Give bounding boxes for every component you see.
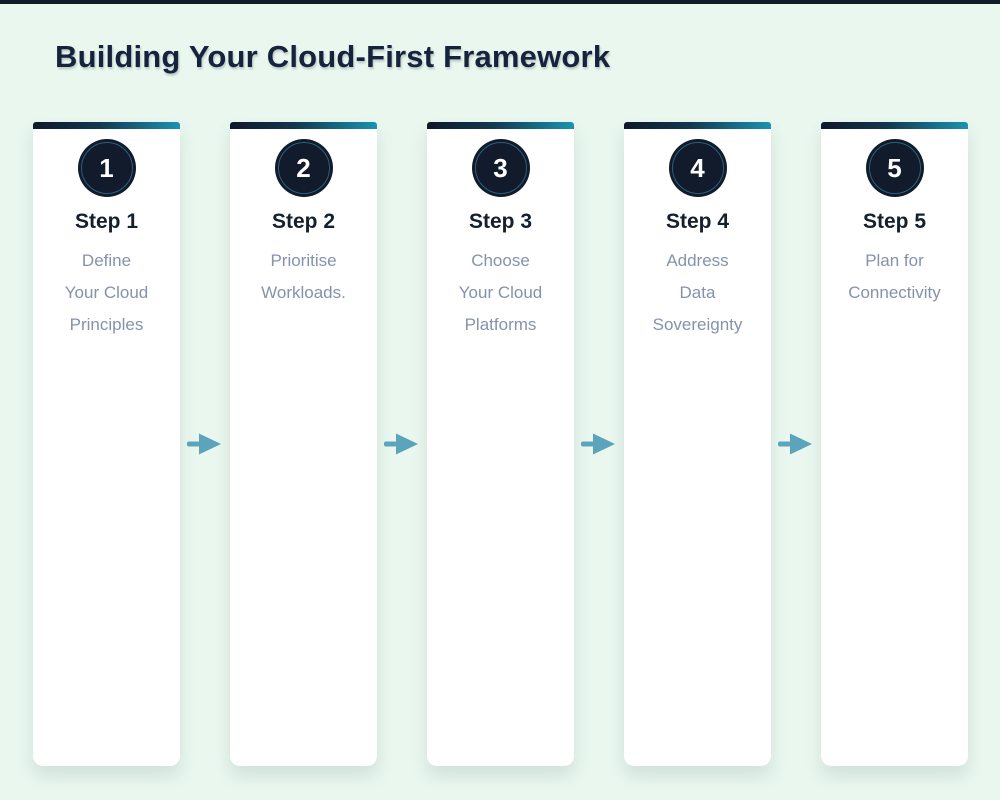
step-number-badge: 1 <box>77 139 136 197</box>
step-label: Step 1 <box>74 210 139 233</box>
step-number: 3 <box>493 152 508 183</box>
step-number: 1 <box>99 152 114 183</box>
step-card-4: 4 Step 4 Address Data Sovereignty <box>624 122 771 766</box>
card-accent-bar <box>33 122 180 129</box>
arrow-right-icon <box>377 122 427 766</box>
step-label: Step 2 <box>271 210 336 233</box>
step-label: Step 4 <box>665 210 730 233</box>
page-title: Building Your Cloud-First Framework <box>55 39 611 74</box>
step-number-badge: 5 <box>865 139 924 197</box>
step-description: Define Your Cloud Principles <box>64 251 149 334</box>
step-card-5: 5 Step 5 Plan for Connectivity <box>821 122 968 766</box>
step-card-2: 2 Step 2 Prioritise Workloads. <box>230 122 377 766</box>
step-description: Address Data Sovereignty <box>652 251 743 334</box>
step-card-3: 3 Step 3 Choose Your Cloud Platforms <box>427 122 574 766</box>
arrow-right-icon <box>574 122 624 766</box>
step-number-badge: 3 <box>471 139 530 197</box>
step-number: 5 <box>887 152 902 183</box>
steps-row: 1 Step 1 Define Your Cloud Principles 2 … <box>0 122 1000 766</box>
step-number-badge: 4 <box>668 139 727 197</box>
step-description: Choose Your Cloud Platforms <box>458 251 543 334</box>
step-label: Step 5 <box>862 210 927 233</box>
card-accent-bar <box>624 122 771 129</box>
top-accent-strip <box>0 0 1000 4</box>
arrow-right-icon <box>180 122 230 766</box>
step-card-1: 1 Step 1 Define Your Cloud Principles <box>33 122 180 766</box>
card-accent-bar <box>230 122 377 129</box>
step-description: Plan for Connectivity <box>848 251 941 302</box>
step-number: 2 <box>296 152 311 183</box>
step-number: 4 <box>690 152 705 183</box>
step-number-badge: 2 <box>274 139 333 197</box>
card-accent-bar <box>821 122 968 129</box>
step-description: Prioritise Workloads. <box>261 251 346 302</box>
step-label: Step 3 <box>468 210 533 233</box>
arrow-right-icon <box>771 122 821 766</box>
card-accent-bar <box>427 122 574 129</box>
